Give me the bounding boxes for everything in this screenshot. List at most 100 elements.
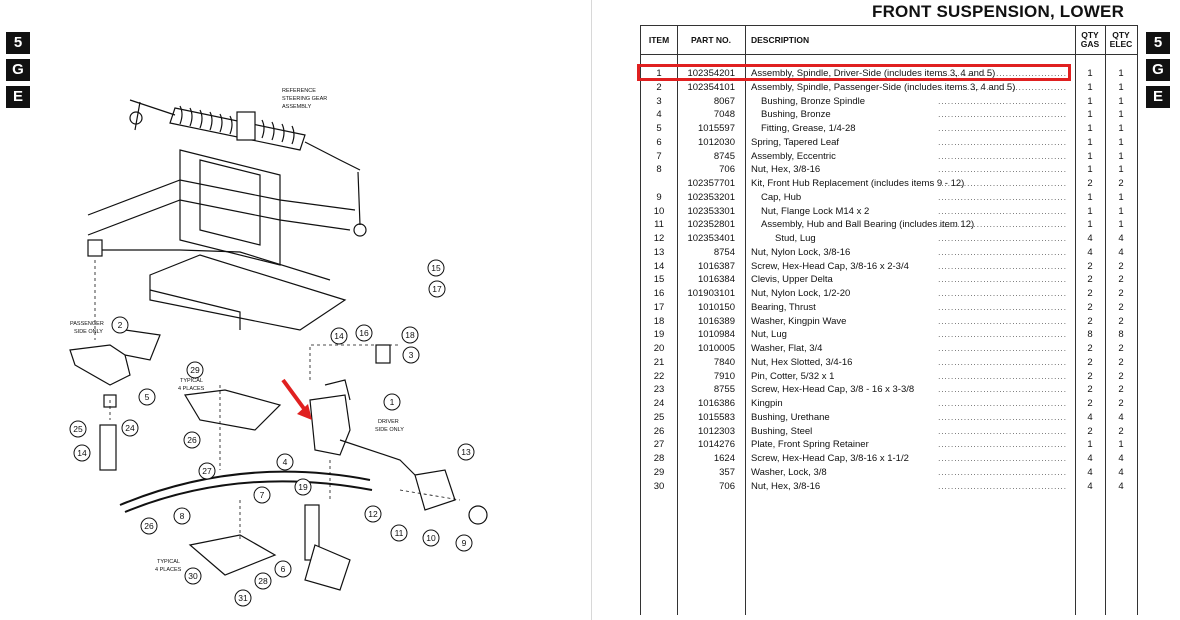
callout-13: 13 — [457, 443, 475, 461]
callout-3: 3 — [402, 346, 420, 364]
svg-text:24: 24 — [125, 423, 135, 433]
cell-description: Clevis, Upper Delta.....................… — [751, 273, 1073, 287]
cell-description: Nut, Hex Slotted, 3/4-16................… — [751, 356, 1073, 370]
cell-qty-elec: 1 — [1118, 150, 1124, 162]
svg-text:27: 27 — [202, 466, 212, 476]
cell-part-no: 102353301 — [687, 205, 735, 217]
callout-11: 11 — [390, 524, 408, 542]
cell-item: 28 — [653, 453, 665, 464]
red-pointer-arrow — [281, 378, 312, 420]
cell-description-text: Nut, Hex, 3/8-16 — [751, 480, 821, 492]
cell-description-text: Assembly, Spindle, Driver-Side (includes… — [751, 68, 996, 79]
cell-description-text: Bushing, Urethane — [751, 411, 830, 423]
svg-text:3: 3 — [409, 350, 414, 360]
cell-description-text: Nut, Lug — [751, 329, 787, 341]
svg-text:14: 14 — [77, 448, 87, 458]
cell-qty-elec: 4 — [1118, 453, 1124, 464]
callout-10: 10 — [422, 529, 440, 547]
leader-dots: ........................................ — [938, 82, 1067, 92]
cell-item: 19 — [653, 329, 665, 341]
cell-qty-elec: 1 — [1118, 439, 1124, 451]
page-title: FRONT SUSPENSION, LOWER — [872, 2, 1125, 21]
cell-qty-elec: 2 — [1118, 274, 1124, 286]
svg-text:14: 14 — [334, 331, 344, 341]
callout-31: 31 — [234, 589, 252, 607]
cell-description: Pin, Cotter, 5/32 x 1...................… — [751, 370, 1073, 384]
cell-description-text: Kingpin — [751, 398, 783, 409]
cell-item: 3 — [656, 95, 662, 107]
callout-4: 4 — [276, 453, 294, 471]
col-divider — [677, 25, 678, 615]
callout-1: 1 — [383, 393, 401, 411]
cell-item: 8 — [656, 164, 662, 176]
cell-description-text: Stud, Lug — [775, 233, 816, 244]
callout-14b: 14 — [73, 444, 91, 462]
callout-7: 7 — [253, 486, 271, 504]
cell-description-text: Bushing, Bronze — [761, 109, 831, 121]
label-typical-upper-2: 4 PLACES — [178, 386, 205, 392]
cell-qty-gas: 4 — [1087, 233, 1093, 244]
cell-item: 25 — [653, 411, 665, 423]
callout-15: 15 — [427, 259, 445, 277]
label-passenger-2: SIDE ONLY — [74, 329, 103, 335]
cell-part-no: 1012030 — [698, 136, 735, 148]
cell-qty-gas: 2 — [1087, 274, 1093, 286]
cell-description: Bushing, Steel..........................… — [751, 425, 1073, 439]
cell-item: 7 — [656, 150, 662, 162]
svg-text:10: 10 — [426, 533, 436, 543]
cell-description: Washer, Lock, 3/8.......................… — [751, 466, 1073, 480]
cell-qty-gas: 4 — [1087, 246, 1093, 258]
cell-description-text: Pin, Cotter, 5/32 x 1 — [751, 370, 835, 382]
leader-dots: ........................................ — [938, 467, 1067, 477]
cell-part-no: 8067 — [713, 95, 735, 107]
callout-9: 9 — [455, 534, 473, 552]
table-header: ITEM PART NO. DESCRIPTION QTY GAS QTY EL… — [641, 25, 1137, 55]
cell-description: Nut, Nylon Lock, 1/2-20.................… — [751, 287, 1073, 301]
cell-qty-gas: 2 — [1087, 315, 1093, 327]
cell-description-text: Fitting, Grease, 1/4-28 — [761, 123, 856, 134]
cell-qty-elec: 1 — [1118, 205, 1124, 217]
cell-qty-gas: 2 — [1087, 178, 1093, 189]
cell-description: Nut, Nylon Lock, 3/8-16.................… — [751, 246, 1073, 260]
cell-qty-gas: 2 — [1087, 343, 1093, 354]
cell-description-text: Screw, Hex-Head Cap, 3/8 - 16 x 3-3/8 — [751, 384, 915, 396]
svg-text:13: 13 — [461, 447, 471, 457]
cell-item: 10 — [653, 205, 665, 217]
cell-item: 26 — [653, 425, 665, 437]
svg-text:25: 25 — [73, 424, 83, 434]
callout-25: 25 — [69, 420, 87, 438]
cell-part-no: 102354201 — [687, 68, 735, 79]
leader-dots: ........................................ — [938, 385, 1067, 395]
section-tab-g-right: G — [1146, 59, 1170, 81]
cell-description: Nut, Hex, 3/8-16........................… — [751, 163, 1073, 177]
col-divider — [745, 25, 746, 615]
cell-item: 9 — [656, 191, 662, 203]
cell-item: 24 — [653, 398, 665, 409]
cell-part-no: 7910 — [713, 370, 735, 382]
cell-part-no: 706 — [719, 164, 735, 176]
cell-qty-gas: 1 — [1087, 205, 1093, 217]
cell-qty-gas: 1 — [1087, 81, 1093, 93]
callout-29: 29 — [186, 361, 204, 379]
cell-description: Assembly, Hub and Ball Bearing (includes… — [751, 218, 1073, 232]
cell-qty-elec: 2 — [1118, 288, 1124, 299]
cell-qty-gas: 1 — [1087, 219, 1093, 231]
cell-description-text: Nut, Flange Lock M14 x 2 — [761, 205, 870, 217]
section-tab-e-right: E — [1146, 86, 1170, 108]
cell-item: 15 — [653, 274, 665, 286]
cell-item: 22 — [653, 370, 665, 382]
cell-qty-elec: 1 — [1118, 81, 1124, 93]
leader-dots: ........................................ — [938, 330, 1067, 340]
cell-description: Bearing, Thrust.........................… — [751, 301, 1073, 315]
cell-description-text: Washer, Lock, 3/8 — [751, 466, 827, 478]
cell-qty-gas: 4 — [1087, 453, 1093, 464]
